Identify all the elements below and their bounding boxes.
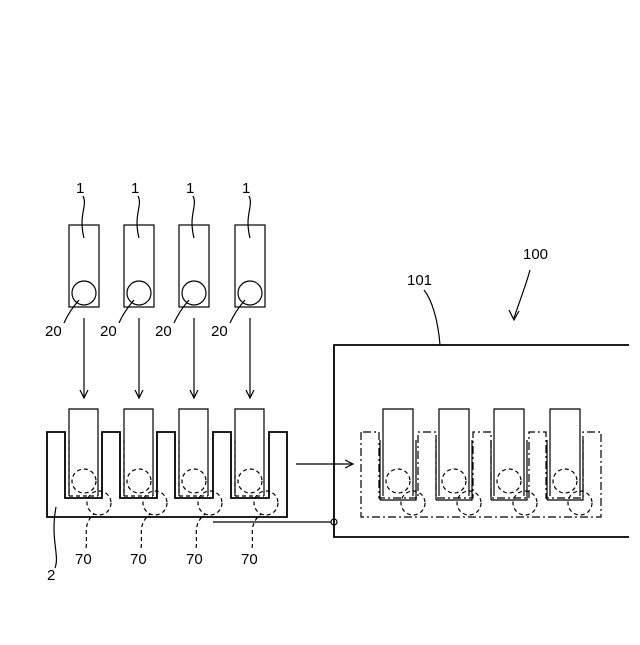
label-sensor-2: 70 (130, 551, 147, 568)
label-sensor-3: 70 (186, 551, 203, 568)
leader-ball-2 (119, 300, 134, 323)
label-sensor-1: 70 (75, 551, 92, 568)
label-ball-1: 20 (45, 323, 62, 340)
leader-tube-4 (248, 196, 250, 238)
leader-ball-1 (64, 300, 79, 323)
label-tube-1: 1 (76, 180, 84, 197)
leader-device-arrowhead (509, 310, 519, 320)
label-device: 100 (523, 246, 548, 263)
label-tube-2: 1 (131, 180, 139, 197)
leader-tube-2 (137, 196, 139, 238)
rack-tube-2 (124, 409, 167, 515)
leader-device (514, 270, 530, 318)
label-sensor-4: 70 (241, 551, 258, 568)
leader-sensor-3 (196, 514, 205, 548)
device-tube-4 (547, 409, 592, 515)
leader-sensor-4 (252, 514, 261, 548)
device-tube-2 (436, 409, 481, 515)
label-rack: 2 (47, 567, 55, 584)
leader-tube-3 (192, 196, 194, 238)
label-tube-4: 1 (242, 180, 250, 197)
leader-ball-3 (174, 300, 189, 323)
leader-device-part (424, 290, 440, 345)
label-device-part: 101 (407, 272, 432, 289)
leader-tube-1 (82, 196, 84, 238)
device-housing (334, 345, 629, 537)
label-tube-3: 1 (186, 180, 194, 197)
rack-tube-4 (235, 409, 278, 515)
leader-sensor-1 (86, 514, 94, 548)
leader-ball-4 (230, 300, 245, 323)
device-tube-3 (491, 409, 537, 515)
rack-tube-3 (179, 409, 222, 515)
label-ball-4: 20 (211, 323, 228, 340)
rack-tube-1 (69, 409, 111, 515)
leader-sensor-2 (141, 514, 150, 548)
label-ball-2: 20 (100, 323, 117, 340)
label-ball-3: 20 (155, 323, 172, 340)
